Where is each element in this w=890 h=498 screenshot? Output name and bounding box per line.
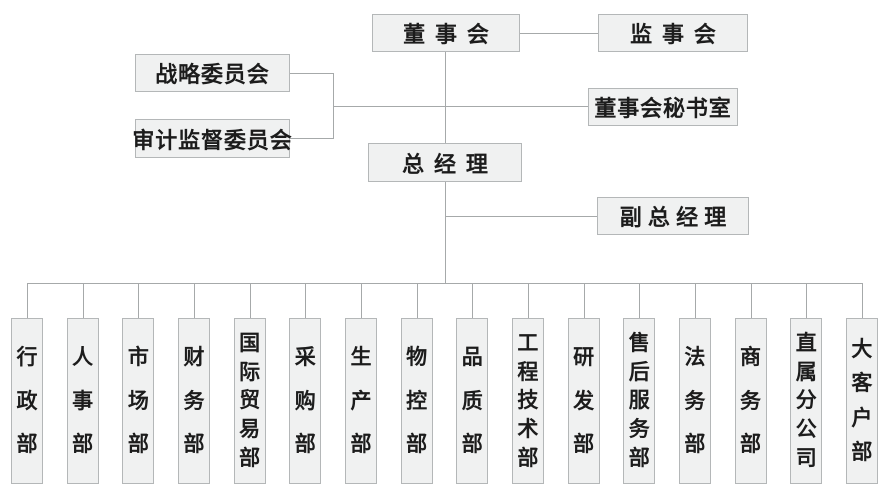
department-node: 工程技术部 bbox=[511, 283, 544, 484]
department-label: 直属分公司 bbox=[790, 318, 823, 484]
department-label: 行政部 bbox=[11, 318, 43, 484]
department-node: 财务部 bbox=[177, 283, 210, 484]
connector-stub bbox=[416, 283, 418, 318]
connector-gm-departments-trunk bbox=[445, 182, 446, 283]
department-node: 采购部 bbox=[289, 283, 322, 484]
connector-stub bbox=[27, 283, 28, 318]
connector-gm-deputy bbox=[445, 216, 597, 217]
department-node: 行政部 bbox=[11, 283, 43, 484]
connector-strategy-bracket bbox=[290, 73, 333, 74]
connector-stub bbox=[305, 283, 307, 318]
node-board: 董事会 bbox=[372, 14, 520, 52]
connector-stub bbox=[138, 283, 140, 318]
department-row: 行政部 人事部 市场部 财务部 国际贸易部 bbox=[11, 283, 878, 484]
department-label: 工程技术部 bbox=[511, 318, 544, 484]
connector-stub bbox=[750, 283, 752, 318]
connector-committees-secretary bbox=[333, 106, 588, 107]
department-node: 商务部 bbox=[734, 283, 767, 484]
connector-stub bbox=[861, 283, 863, 318]
connector-department-distribution bbox=[27, 283, 863, 284]
connector-stub bbox=[82, 283, 84, 318]
department-label: 大客户部 bbox=[845, 318, 878, 484]
department-node: 法务部 bbox=[678, 283, 711, 484]
department-node: 国际贸易部 bbox=[233, 283, 266, 484]
connector-audit-bracket bbox=[290, 138, 333, 139]
department-node: 品质部 bbox=[456, 283, 489, 484]
connector-stub bbox=[249, 283, 251, 318]
connector-board-supervisory bbox=[520, 33, 598, 34]
department-label: 国际贸易部 bbox=[233, 318, 266, 484]
connector-stub bbox=[639, 283, 641, 318]
department-node: 市场部 bbox=[122, 283, 155, 484]
connector-stub bbox=[527, 283, 529, 318]
department-label: 法务部 bbox=[678, 318, 711, 484]
node-strategy-committee: 战略委员会 bbox=[135, 54, 290, 92]
connector-stub bbox=[583, 283, 585, 318]
node-general-manager: 总经理 bbox=[368, 143, 522, 182]
department-label: 售后服务部 bbox=[623, 318, 656, 484]
department-label: 采购部 bbox=[289, 318, 322, 484]
department-label: 研发部 bbox=[567, 318, 600, 484]
department-node: 人事部 bbox=[66, 283, 99, 484]
node-deputy-general-manager: 副总经理 bbox=[597, 197, 749, 235]
department-label: 物控部 bbox=[400, 318, 433, 484]
department-node: 售后服务部 bbox=[623, 283, 656, 484]
node-supervisory-board: 监事会 bbox=[598, 14, 748, 52]
connector-stub bbox=[193, 283, 195, 318]
connector-stub bbox=[806, 283, 808, 318]
department-label: 财务部 bbox=[177, 318, 210, 484]
department-label: 生产部 bbox=[344, 318, 377, 484]
connector-stub bbox=[472, 283, 474, 318]
node-board-secretary-office: 董事会秘书室 bbox=[588, 88, 738, 126]
department-node: 物控部 bbox=[400, 283, 433, 484]
department-node: 大客户部 bbox=[845, 283, 878, 484]
connector-board-gm-trunk bbox=[445, 52, 446, 143]
node-audit-supervision-committee: 审计监督委员会 bbox=[132, 119, 292, 158]
department-label: 商务部 bbox=[734, 318, 767, 484]
connector-stub bbox=[360, 283, 362, 318]
department-label: 市场部 bbox=[122, 318, 155, 484]
department-label: 品质部 bbox=[456, 318, 489, 484]
department-node: 研发部 bbox=[567, 283, 600, 484]
connector-stub bbox=[694, 283, 696, 318]
department-label: 人事部 bbox=[66, 318, 99, 484]
department-node: 直属分公司 bbox=[790, 283, 823, 484]
department-node: 生产部 bbox=[344, 283, 377, 484]
